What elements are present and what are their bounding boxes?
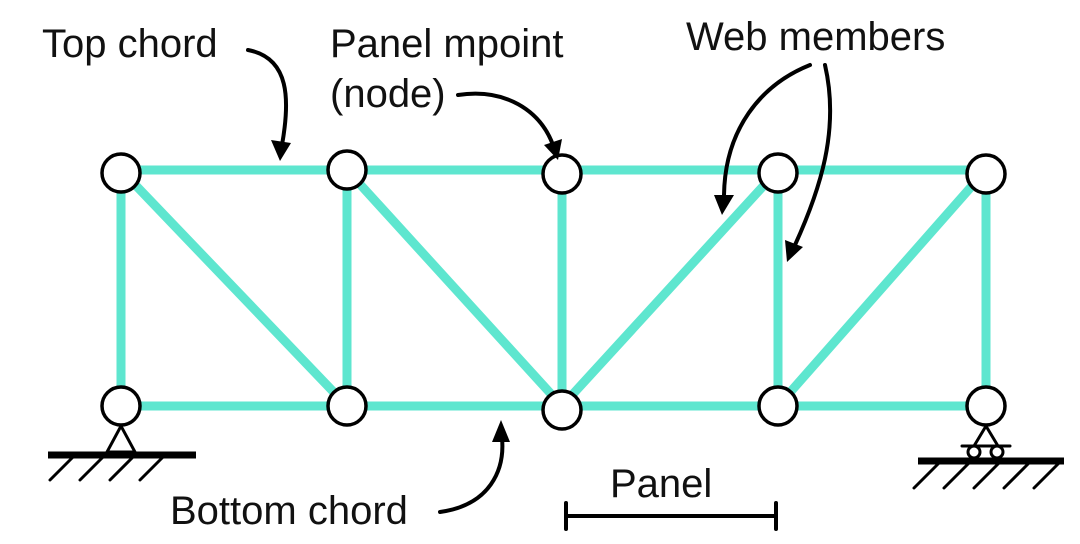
web-members-label: Web members <box>686 15 945 59</box>
node-top-2 <box>326 149 368 191</box>
panel-dimension <box>564 501 778 531</box>
diagonal-member-2 <box>342 165 567 411</box>
node-top-5 <box>965 153 1007 195</box>
bottom-chord-label: Bottom chord <box>170 489 408 533</box>
node-bottom-5 <box>965 385 1007 427</box>
web-members-arrow-1 <box>714 63 812 215</box>
roller-support-icon <box>912 423 1064 490</box>
node-bottom-2 <box>326 385 368 427</box>
panel-point-label-line1: Panel mpoint <box>330 22 563 66</box>
node-top-1 <box>100 152 142 194</box>
top-chord-label: Top chord <box>42 22 218 66</box>
bottom-chord-arrow <box>438 420 510 514</box>
diagonal-member-1 <box>116 165 352 411</box>
diagonal-member-3 <box>557 165 783 411</box>
node-top-3 <box>541 153 583 195</box>
top-chord-arrow <box>246 48 291 161</box>
web-members-arrow-2 <box>785 63 833 262</box>
node-bottom-4 <box>757 385 799 427</box>
panel-label: Panel <box>610 462 712 506</box>
node-bottom-1 <box>100 385 142 427</box>
panel-point-label-line2: (node) <box>330 72 446 116</box>
node-bottom-3 <box>541 389 583 431</box>
diagonal-member-4 <box>773 165 991 411</box>
truss-members <box>116 165 991 411</box>
panel-point-arrow <box>456 91 562 160</box>
truss-nodes <box>100 149 1007 431</box>
node-top-4 <box>757 152 799 194</box>
pin-support-icon <box>48 422 196 482</box>
